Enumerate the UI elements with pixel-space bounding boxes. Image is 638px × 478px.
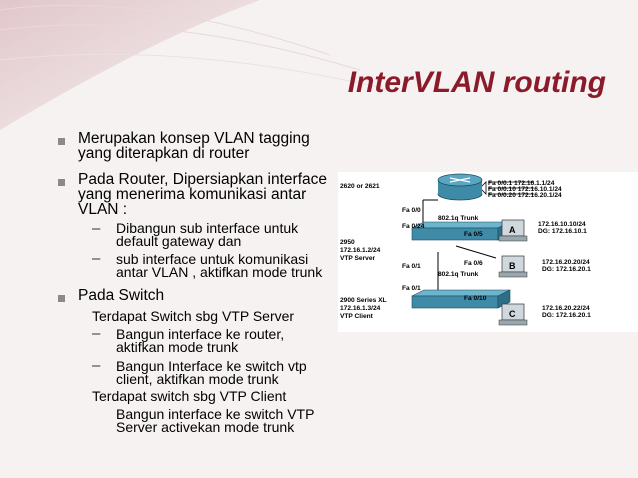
switch1-port-a-label: Fa 0/5 xyxy=(464,231,483,238)
host-a-label: A xyxy=(509,225,516,235)
sub-item-2-line-2: antar VLAN , aktifkan mode trunk xyxy=(116,264,323,280)
vtp-client-item-line-1: Bangun interface ke switch VTP xyxy=(116,406,315,422)
switch1-name-label: 2950 xyxy=(340,239,355,246)
trunk-2-label: 802.1q Trunk xyxy=(438,271,479,278)
bullet-2-line-2: yang menerima komunikasi antar xyxy=(78,186,307,203)
switch1-port-up-label: Fa 0/24 xyxy=(402,223,425,230)
subinterface-3-label: Fa 0/0.20 172.16.20.1/24 xyxy=(488,192,562,199)
host-c-ip: 172.16.20.22/24 xyxy=(542,305,590,312)
host-a-icon xyxy=(498,219,528,242)
bullet-marker xyxy=(58,295,65,302)
switch2-port-up-label: Fa 0/1 xyxy=(402,285,421,292)
vtp-server-label: Terdapat Switch sbg VTP Server xyxy=(92,308,295,324)
host-c-dg: DG: 172.16.20.1 xyxy=(542,312,591,319)
dash-marker: – xyxy=(92,250,101,267)
dash-marker: – xyxy=(92,220,101,237)
host-b-ip: 172.16.20.20/24 xyxy=(542,259,590,266)
dash-marker: – xyxy=(92,357,101,374)
switch1-port-b-label: Fa 0/6 xyxy=(464,260,483,267)
router-model-label: 2620 or 2621 xyxy=(340,183,380,190)
bullet-1-line-1: Merupakan konsep VLAN tagging xyxy=(78,130,310,147)
bullet-2-line-3: VLAN : xyxy=(78,201,128,218)
dash-marker: – xyxy=(92,325,101,342)
switch2-ip-label: 172.16.1.3/24 xyxy=(340,305,381,312)
sub-item-1-line-1: Dibangun sub interface untuk xyxy=(116,220,299,236)
switch2-name-label: 2900 Series XL xyxy=(340,297,387,304)
trunk-1-label: 802.1q Trunk xyxy=(438,215,479,222)
vtp-server-item-2-line-2: client, aktifkan mode trunk xyxy=(116,371,279,387)
switch-vtp-client-icon xyxy=(411,289,511,309)
vtp-server-item-1-line-2: aktifkan mode trunk xyxy=(116,339,239,355)
switch1-ip-label: 172.16.1.2/24 xyxy=(340,247,381,254)
router-port-label: Fa 0/0 xyxy=(402,207,421,214)
bullet-1-line-2: yang diterapkan di router xyxy=(78,145,250,162)
vtp-client-label: Terdapat switch sbg VTP Client xyxy=(92,388,287,404)
corner-swoosh xyxy=(0,0,260,130)
host-a-ip: 172.16.10.10/24 xyxy=(538,221,586,228)
host-c-label: C xyxy=(509,309,516,319)
vtp-server-item-1-line-1: Bangun interface ke router, xyxy=(116,326,285,342)
host-b-icon xyxy=(498,255,528,278)
switch2-port-c-label: Fa 0/10 xyxy=(464,295,487,302)
host-c-icon xyxy=(498,303,528,326)
switch-vtp-server-icon xyxy=(411,221,511,241)
switch1-role-label: VTP Server xyxy=(340,255,376,262)
switch-heading: Pada Switch xyxy=(78,287,165,304)
host-a-dg: DG: 172.16.10.1 xyxy=(538,228,587,235)
subinterface-2-label: Fa 0/0.10 172.16.10.1/24 xyxy=(488,186,562,193)
bullet-2-line-1: Pada Router, Dipersiapkan interface xyxy=(78,171,328,188)
host-b-dg: DG: 172.16.20.1 xyxy=(542,266,591,273)
switch1-port-down-label: Fa 0/1 xyxy=(402,263,421,270)
vtp-client-item-line-2: Server activekan mode trunk xyxy=(116,419,295,435)
bullet-marker xyxy=(58,138,65,145)
subinterface-1-label: Fa 0/0.1 172.16.1.1/24 xyxy=(488,180,555,187)
sub-item-2-line-1: sub interface untuk komunikasi xyxy=(116,251,309,267)
vtp-server-item-2-line-1: Bangun Interface ke switch vtp xyxy=(116,358,307,374)
network-diagram: 2620 or 2621 Fa 0/0 Fa 0/0.1 172.16.1.1/… xyxy=(338,172,638,332)
sub-item-1-line-2: default gateway dan xyxy=(116,233,242,249)
bullet-marker xyxy=(58,179,65,186)
slide-title: InterVLAN routing xyxy=(347,66,606,99)
host-b-label: B xyxy=(509,261,516,271)
router-icon xyxy=(437,173,483,201)
switch2-role-label: VTP Client xyxy=(340,313,374,320)
